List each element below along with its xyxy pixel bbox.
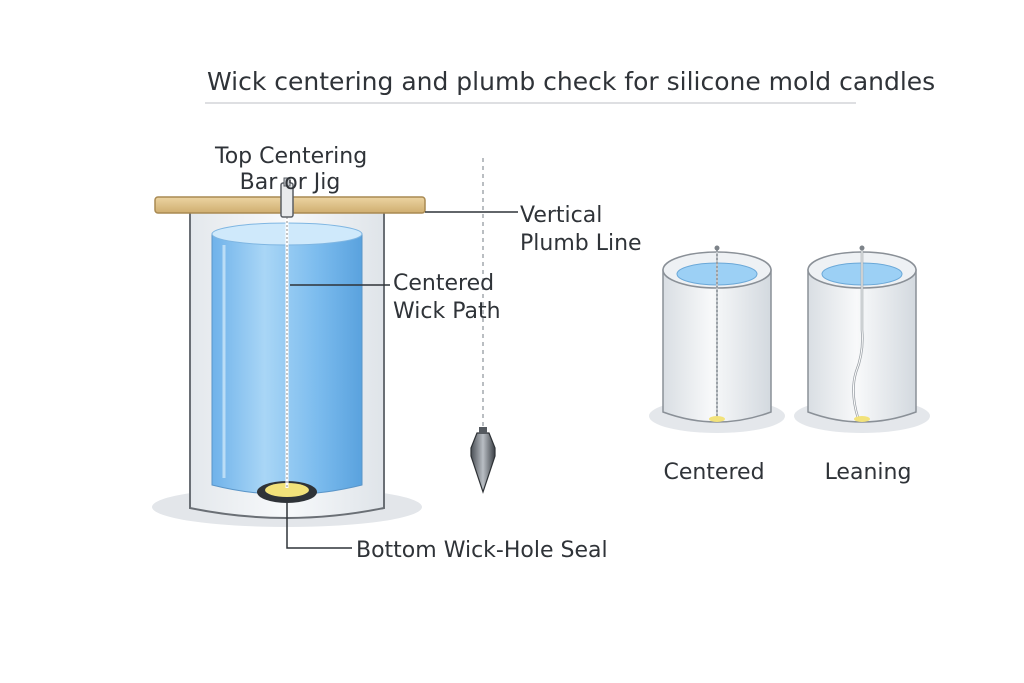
label-top-bar-line2: Bar or Jig	[239, 170, 341, 195]
mold-leaning	[794, 245, 930, 433]
leader-lines	[286, 180, 518, 549]
plumb-assembly	[470, 158, 496, 494]
label-plumb-line1: Vertical	[520, 203, 603, 228]
label-wick-path-line2: Wick Path	[393, 299, 501, 324]
label-plumb-line2: Plumb Line	[520, 231, 642, 256]
leader-seal	[286, 503, 352, 549]
label-bottom-seal: Bottom Wick-Hole Seal	[356, 538, 608, 563]
caption-centered: Centered	[663, 460, 765, 485]
mold-centered	[649, 245, 785, 433]
diagram-title: Wick centering and plumb check for silic…	[207, 67, 936, 96]
label-top-bar-line1: Top Centering	[215, 144, 368, 169]
caption-leaning: Leaning	[824, 460, 912, 485]
main-mold-assembly	[152, 177, 426, 527]
label-wick-path-line1: Centered	[393, 271, 495, 296]
plumb-bob	[470, 432, 496, 494]
